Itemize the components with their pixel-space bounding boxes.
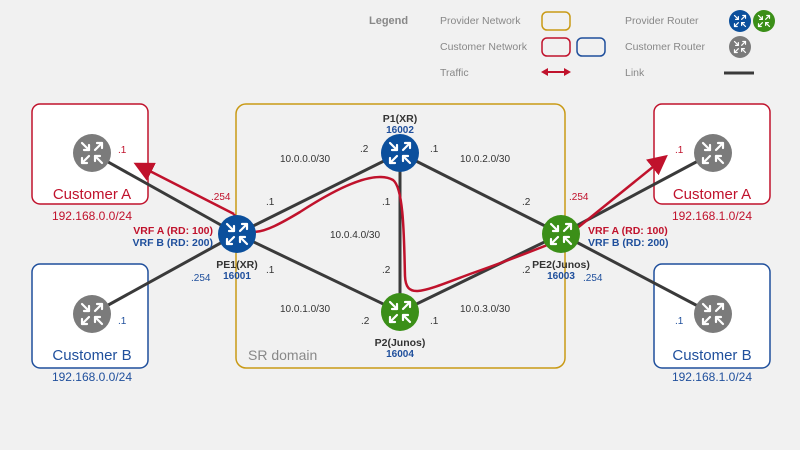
link-p1-pe2 bbox=[399, 151, 562, 236]
pe1-router-icon bbox=[218, 215, 256, 253]
customer-a-right-host: .1 bbox=[675, 145, 684, 156]
customer-b-left-router-icon bbox=[73, 295, 111, 333]
pe2-name: PE2(Junos) bbox=[532, 259, 590, 271]
traffic-arrow-right bbox=[564, 154, 668, 239]
legend-customer-network-swatch-b bbox=[576, 37, 606, 57]
legend-traffic-swatch bbox=[541, 68, 571, 76]
link-pe1-p1 bbox=[236, 151, 401, 236]
link-pe2-ca-end: .254 bbox=[569, 192, 589, 203]
legend-customer-router-label: Customer Router bbox=[625, 41, 705, 53]
legend-traffic-label: Traffic bbox=[440, 67, 469, 79]
link-p1-pe2-subnet: 10.0.2.0/30 bbox=[460, 154, 510, 165]
customer-b-left-name: Customer B bbox=[52, 347, 131, 364]
p1-name: P1(XR) bbox=[383, 113, 417, 125]
legend-provider-network-swatch bbox=[541, 11, 571, 31]
link-p1-pe2-pe2-end: .2 bbox=[522, 197, 531, 208]
customer-a-left-router-icon bbox=[73, 134, 111, 172]
p2-name: P2(Junos) bbox=[375, 337, 426, 349]
customer-b-right-router-icon bbox=[694, 295, 732, 333]
legend-provider-router-green-icon bbox=[753, 10, 775, 32]
link-pe1-p1-pe1-end: .1 bbox=[266, 197, 275, 208]
customer-a-left-name: Customer A bbox=[53, 186, 131, 203]
link-pe1-p1-subnet: 10.0.0.0/30 bbox=[280, 154, 330, 165]
pe1-name: PE1(XR) bbox=[216, 259, 257, 271]
p2-sid: 16004 bbox=[386, 349, 414, 360]
customer-a-right-subnet: 192.168.1.0/24 bbox=[672, 209, 752, 223]
customer-b-right-host: .1 bbox=[675, 316, 684, 327]
pe2-vrf-b: VRF B (RD: 200) bbox=[588, 237, 669, 249]
link-pe2-cb-right bbox=[560, 232, 714, 316]
link-pe1-p1-p1-end: .2 bbox=[360, 144, 369, 155]
pe2-router-icon bbox=[542, 215, 580, 253]
link-pe2-cb-end: .254 bbox=[583, 273, 603, 284]
pe2-sid: 16003 bbox=[547, 271, 575, 282]
link-p1-pe2-p1-end: .1 bbox=[430, 144, 439, 155]
customer-a-left-subnet: 192.168.0.0/24 bbox=[52, 209, 132, 223]
pe2-vrf-a: VRF A (RD: 100) bbox=[588, 225, 668, 237]
legend-provider-network-label: Provider Network bbox=[440, 15, 521, 27]
sr-domain-label: SR domain bbox=[248, 347, 317, 363]
link-pe1-cb-end: .254 bbox=[191, 273, 211, 284]
link-p2-pe2-subnet: 10.0.3.0/30 bbox=[460, 304, 510, 315]
legend: Legend Provider Network Customer Network… bbox=[369, 10, 775, 79]
traffic-path bbox=[133, 154, 668, 293]
links bbox=[91, 151, 714, 316]
legend-link-label: Link bbox=[625, 67, 645, 79]
customer-b-right-name: Customer B bbox=[672, 347, 751, 364]
p1-router-icon bbox=[381, 134, 419, 172]
p1-sid: 16002 bbox=[386, 125, 414, 136]
traffic-arrow-left bbox=[133, 162, 235, 216]
p2-router-icon bbox=[381, 293, 419, 331]
link-p2-pe2-pe2-end: .2 bbox=[522, 265, 531, 276]
legend-provider-router-label: Provider Router bbox=[625, 15, 699, 27]
customer-a-left-host: .1 bbox=[118, 145, 127, 156]
link-pe1-p2-pe1-end: .1 bbox=[266, 265, 275, 276]
link-cb-left-pe1 bbox=[91, 232, 238, 316]
legend-customer-network-swatch-a bbox=[541, 37, 571, 57]
link-ca-left-pe1 bbox=[91, 151, 238, 236]
legend-customer-router-icon bbox=[729, 36, 751, 58]
link-pe1-p2-p2-end: .2 bbox=[361, 316, 370, 327]
link-pe1-p2 bbox=[236, 232, 401, 314]
link-p2-pe2-p2-end: .1 bbox=[430, 316, 439, 327]
link-p1-p2-subnet: 10.0.4.0/30 bbox=[330, 230, 380, 241]
link-pe1-p2-subnet: 10.0.1.0/30 bbox=[280, 304, 330, 315]
link-pe1-ca-end: .254 bbox=[211, 192, 231, 203]
legend-customer-network-label: Customer Network bbox=[440, 41, 528, 53]
pe1-vrf-a: VRF A (RD: 100) bbox=[133, 225, 213, 237]
pe1-vrf-b: VRF B (RD: 200) bbox=[132, 237, 213, 249]
link-p1-p2-p2-end: .2 bbox=[382, 265, 391, 276]
legend-title: Legend bbox=[369, 15, 408, 27]
pe1-sid: 16001 bbox=[223, 271, 251, 282]
traffic-core-path bbox=[232, 175, 566, 293]
customer-b-left-subnet: 192.168.0.0/24 bbox=[52, 370, 132, 384]
legend-provider-router-blue-icon bbox=[729, 10, 751, 32]
customer-b-left-host: .1 bbox=[118, 316, 127, 327]
customer-b-right-subnet: 192.168.1.0/24 bbox=[672, 370, 752, 384]
customer-a-right-router-icon bbox=[694, 134, 732, 172]
customer-a-right-name: Customer A bbox=[673, 186, 751, 203]
link-p1-p2-p1-end: .1 bbox=[382, 197, 391, 208]
link-p2-pe2 bbox=[399, 232, 562, 314]
